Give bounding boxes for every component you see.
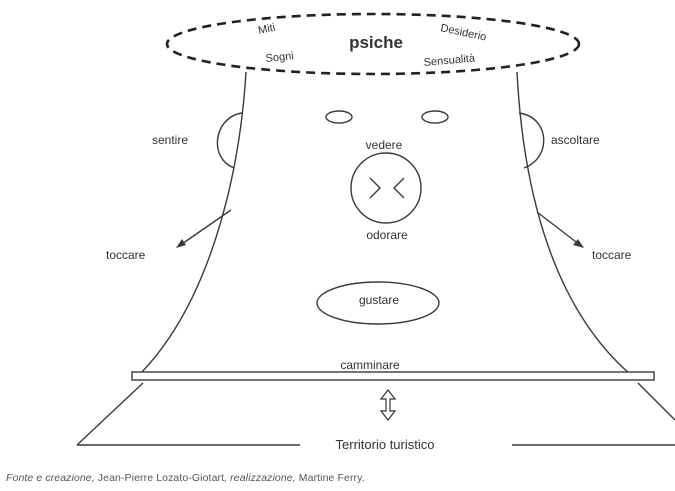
caption-middle: , realizzazione, (224, 472, 299, 484)
nose-right-chevron (394, 178, 404, 198)
territorio-label: Territorio turistico (336, 437, 435, 452)
caption: Fonte e creazione, Jean-Pierre Lozato-Gi… (6, 472, 365, 484)
toccare-right-label: toccare (592, 248, 632, 262)
left-arrowhead (176, 239, 186, 248)
body-right-side (517, 72, 630, 374)
psiche-label: psiche (349, 33, 403, 52)
walking-bar (132, 372, 654, 380)
left-touch-arrow (179, 210, 231, 246)
nose-left-chevron (370, 178, 380, 198)
toccare-left-label: toccare (106, 248, 146, 262)
base-left-side (77, 383, 143, 445)
base-right-side (638, 383, 675, 420)
caption-prefix: Fonte e creazione, (6, 472, 98, 484)
vedere-label: vedere (366, 138, 403, 152)
left-eye (326, 111, 352, 123)
nose-circle (351, 153, 421, 223)
camminare-label: camminare (340, 358, 400, 372)
right-touch-arrow (537, 212, 580, 245)
ascoltare-label: ascoltare (551, 133, 600, 147)
caption-author: Jean-Pierre Lozato-Giotart (98, 472, 224, 484)
gustare-label: gustare (359, 293, 399, 307)
double-arrow-icon (381, 390, 395, 420)
right-eye (422, 111, 448, 123)
odorare-label: odorare (366, 228, 408, 242)
sentire-label: sentire (152, 133, 188, 147)
caption-illustrator: Martine Ferry. (299, 472, 365, 484)
